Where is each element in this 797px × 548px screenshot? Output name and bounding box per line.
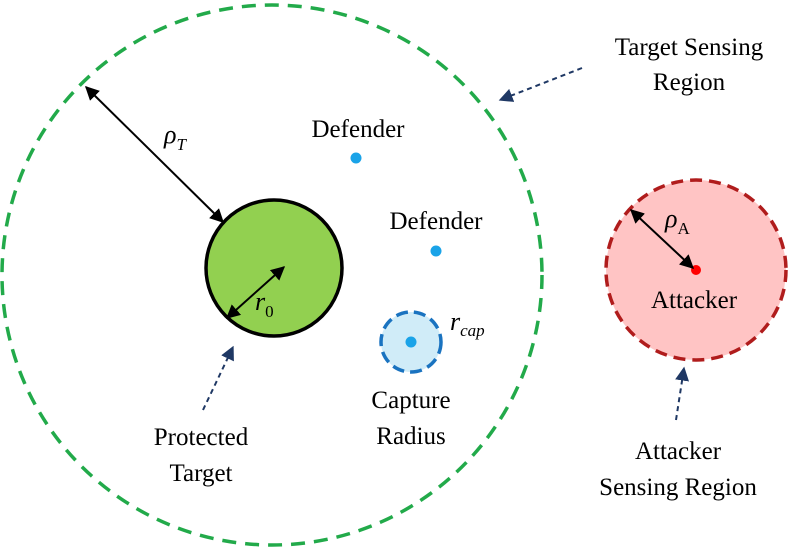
target-sensing-region-label-line2: Region: [653, 69, 726, 96]
rcap-symbol: rcap: [450, 307, 485, 340]
rho-t-symbol: ρT: [163, 120, 187, 154]
attacker-sensing-pointer: [675, 366, 690, 421]
defender-point-1: [350, 152, 362, 164]
rho-t-arrow: [85, 86, 224, 223]
attacker-label: Attacker: [651, 287, 738, 314]
r0-symbol: r0: [255, 287, 274, 321]
target-sensing-region: [0, 3, 544, 547]
capture-radius-label-line1: Capture: [371, 387, 450, 414]
protected-target-label-line1: Protected: [154, 424, 249, 451]
defender-label-1: Defender: [312, 116, 406, 143]
protected-target: [204, 198, 344, 338]
defender-label-2: Defender: [390, 208, 484, 235]
target-sensing-pointer: [498, 67, 583, 102]
rho-a-arrow: [629, 209, 695, 269]
attacker-sensing-region-label-line1: Attacker: [635, 438, 722, 465]
rho-a-symbol: ρA: [664, 204, 690, 238]
defender-point-capture: [405, 336, 417, 348]
r0-arrow: [225, 266, 286, 319]
protected-target-pointer: [202, 345, 234, 411]
protected-target-label-line2: Target: [169, 460, 232, 487]
capture-radius-label-line2: Radius: [376, 423, 445, 450]
attacker-sensing-region-label-line2: Sensing Region: [599, 474, 757, 501]
defender-point-2: [430, 245, 442, 257]
target-sensing-region-label-line1: Target Sensing: [615, 34, 764, 61]
